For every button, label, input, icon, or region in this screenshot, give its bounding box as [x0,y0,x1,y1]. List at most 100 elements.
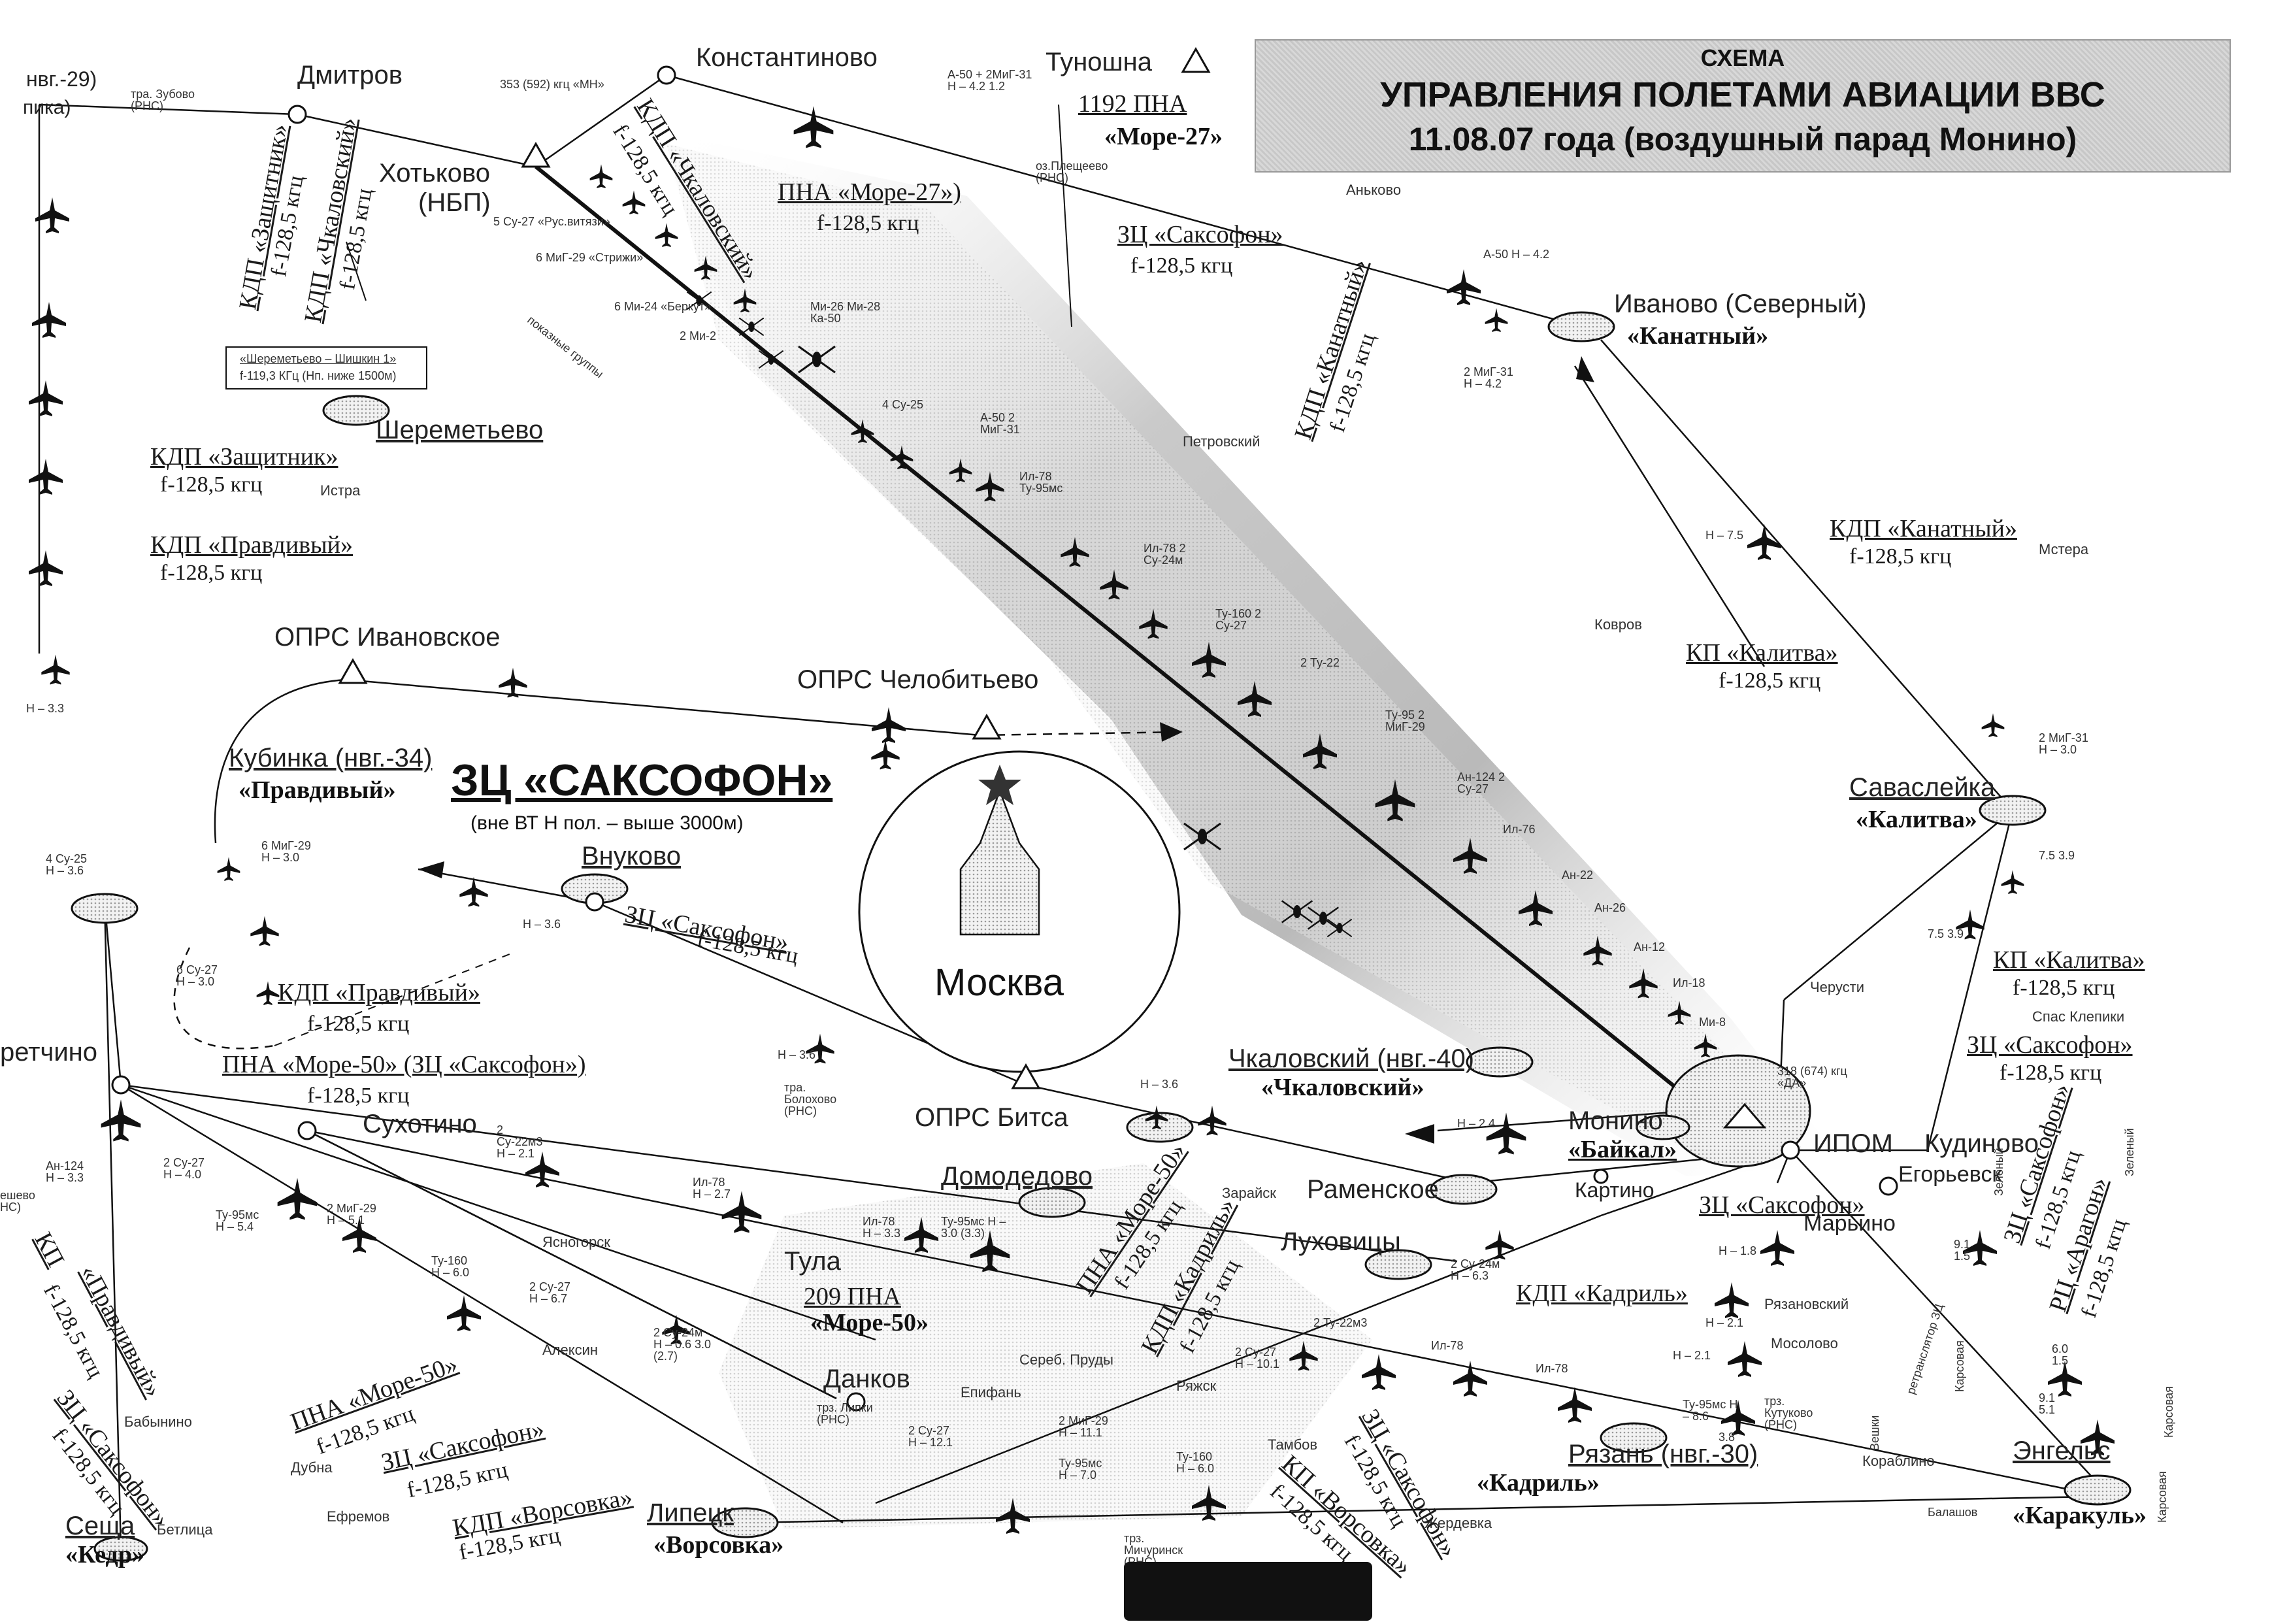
annotation: Н – 1.8 [1719,1244,1757,1257]
annotation: 2 Су-24м Н – 6.3 [1451,1257,1500,1282]
airfield-icon [93,1536,148,1562]
annotation: 2 Су-27 Н – 6.7 [529,1280,571,1305]
redaction-scribble [1124,1562,1372,1621]
route-line [39,103,298,116]
waypoints [111,65,1898,1412]
place-kartino: Картино [1575,1178,1655,1202]
kremlin-star-icon [978,765,1021,805]
route-line [1573,365,1766,667]
title-line-2: 11.08.07 года (воздушный парад Монино) [1408,121,2077,157]
pna-1192: 1192 ПНА [1078,90,1187,118]
annotation: Н – 3.6 [778,1048,816,1061]
place-mstera: Мстера [2039,541,2089,557]
route-line [297,113,536,168]
signal-kp-kalitva-2: КП «Калитва» [1993,946,2145,974]
airfield-icon [1979,795,2047,826]
annotation: Ту-160 2 Су-27 [1215,607,1262,632]
aircraft-icon [1728,1341,1762,1377]
annotation: Ту-95мс Н – 8.6 [1683,1398,1738,1423]
place-rechino: ретчино [0,1038,98,1067]
annotation: Вешки [1868,1415,1881,1451]
place-marino: Марьино [1803,1211,1896,1236]
annotation: 2 Ту-22 [1300,656,1340,669]
annotation: Ил-78 [1536,1362,1568,1375]
signal-zc-saksofon-ipom: ЗЦ «Саксофон» [1699,1191,1865,1219]
sheremetyevo-box-title: «Шереметьево – Шишкин 1» [240,352,397,365]
place-bitsa: ОПРС Битса [915,1103,1068,1132]
annotation: 2 Ту-22м3 [1313,1316,1368,1329]
route-line [120,1084,844,1524]
callsign-kalitva: «Калитва» [1856,806,1977,833]
airfield-icon [1600,1422,1668,1453]
annotation: Н – 3.6 [523,918,561,931]
aircraft-icon [872,707,906,743]
annotation: 2 Су-27 Н – 12.1 [908,1424,953,1449]
annotation: Ту-95мс Н – 7.0 [1059,1457,1102,1482]
place-lipetsk: Липецк [647,1499,734,1527]
aircraft-icon [2001,870,2024,894]
aircraft-icon [29,459,63,495]
freq-label: f-128,5 кгц [1849,544,1952,569]
route-line [103,901,122,1085]
route-line [875,1214,1602,1504]
annotation: Ту-160 Н – 6.0 [1176,1450,1215,1475]
aircraft-icon [1453,1361,1487,1397]
route-line [1025,1084,1471,1184]
annotation: А-50 Н – 4.2 [1483,248,1550,261]
signal-kdp-kanatny: КДП «Канатный» [1830,515,2017,542]
annotation: 318 (674) кгц «ДА» [1777,1065,1847,1089]
aircraft-icon [622,190,646,214]
callsign-kedr: «Кедр» [65,1541,144,1568]
arrow-icon [1576,356,1594,382]
place-ankovo: Аньково [1346,182,1402,198]
route-line [1926,810,2014,1151]
place-ivanovskoe: ОПРС Ивановское [274,623,501,652]
annotation: 2 МиГ-31 Н – 4.2 [1464,365,1513,390]
place-ramenskoe: Раменское [1307,1175,1439,1204]
airfield-icon [1364,1249,1432,1280]
place-petrovsky: Петровский [1183,433,1260,450]
waypoint-icon [846,1392,866,1412]
annotation: Зеленый [1992,1148,2005,1196]
annotation: Карсовая [2162,1386,2175,1438]
airfield-icon [1547,311,1615,342]
place-sukhotino: Сухотино [363,1110,477,1138]
airfield-icon [1018,1187,1086,1218]
signal-kdp-pravdivy: КДП «Правдивый» [150,531,353,559]
place-nvg29: нвг.-29) [26,67,97,91]
annotation: 4 Су-25 [882,398,924,411]
moscow-city [858,750,1181,1073]
annotation: Ил-78 [1431,1339,1464,1352]
place-efremov: Ефремов [327,1508,390,1525]
route-line [1600,339,2013,811]
radio-beacon-icon [338,657,368,684]
radio-beacons [338,46,1767,1129]
annotation: 2 Су-27 Н – 10.1 [1235,1346,1280,1370]
freq-label: f-128,5 кгц [817,211,919,235]
signal-zc-saksofon-right: ЗЦ «Саксофон» [1967,1031,2133,1059]
annotation: 2 МиГ-29 Н – 5.1 [327,1202,376,1227]
kremlin-tower-icon [959,765,1040,936]
route-arrows [418,356,1594,1144]
annotation: Ту-95мс Н – 3.0 (3.3) [941,1215,1006,1240]
aircraft-icon [1485,1229,1514,1260]
sheremetyevo-box-freq: f-119,3 КГц (Нп. ниже 1500м) [240,369,397,382]
route-line [535,74,667,168]
pna-209: 209 ПНА [804,1283,901,1310]
place-cherusti: Черусти [1810,979,1865,995]
annotation: 353 (592) кгц «МН» [500,78,604,91]
annotation: Н – 2.1 [1673,1349,1711,1362]
annotation: Н – 2.4 [1457,1117,1496,1130]
annotation: Ту-160 Н – 6.0 [431,1254,470,1279]
freq-label: f-128,5 кгц [2000,1061,2102,1085]
route-line [306,1129,2105,1498]
radio-beacon-icon [1722,1102,1767,1129]
place-khotkovo: Хотьково [379,159,490,188]
place-kudinovo: Кудиново [1924,1129,2039,1158]
annotation: оз.Плещеево (РНС) [1036,159,1108,184]
annotation: Н – 3.3 [26,702,65,715]
airfield-markers [71,311,2132,1562]
annotation: трз. Липки (РНС) [817,1401,873,1426]
place-lukhovitsy: Луховицы [1281,1227,1401,1256]
